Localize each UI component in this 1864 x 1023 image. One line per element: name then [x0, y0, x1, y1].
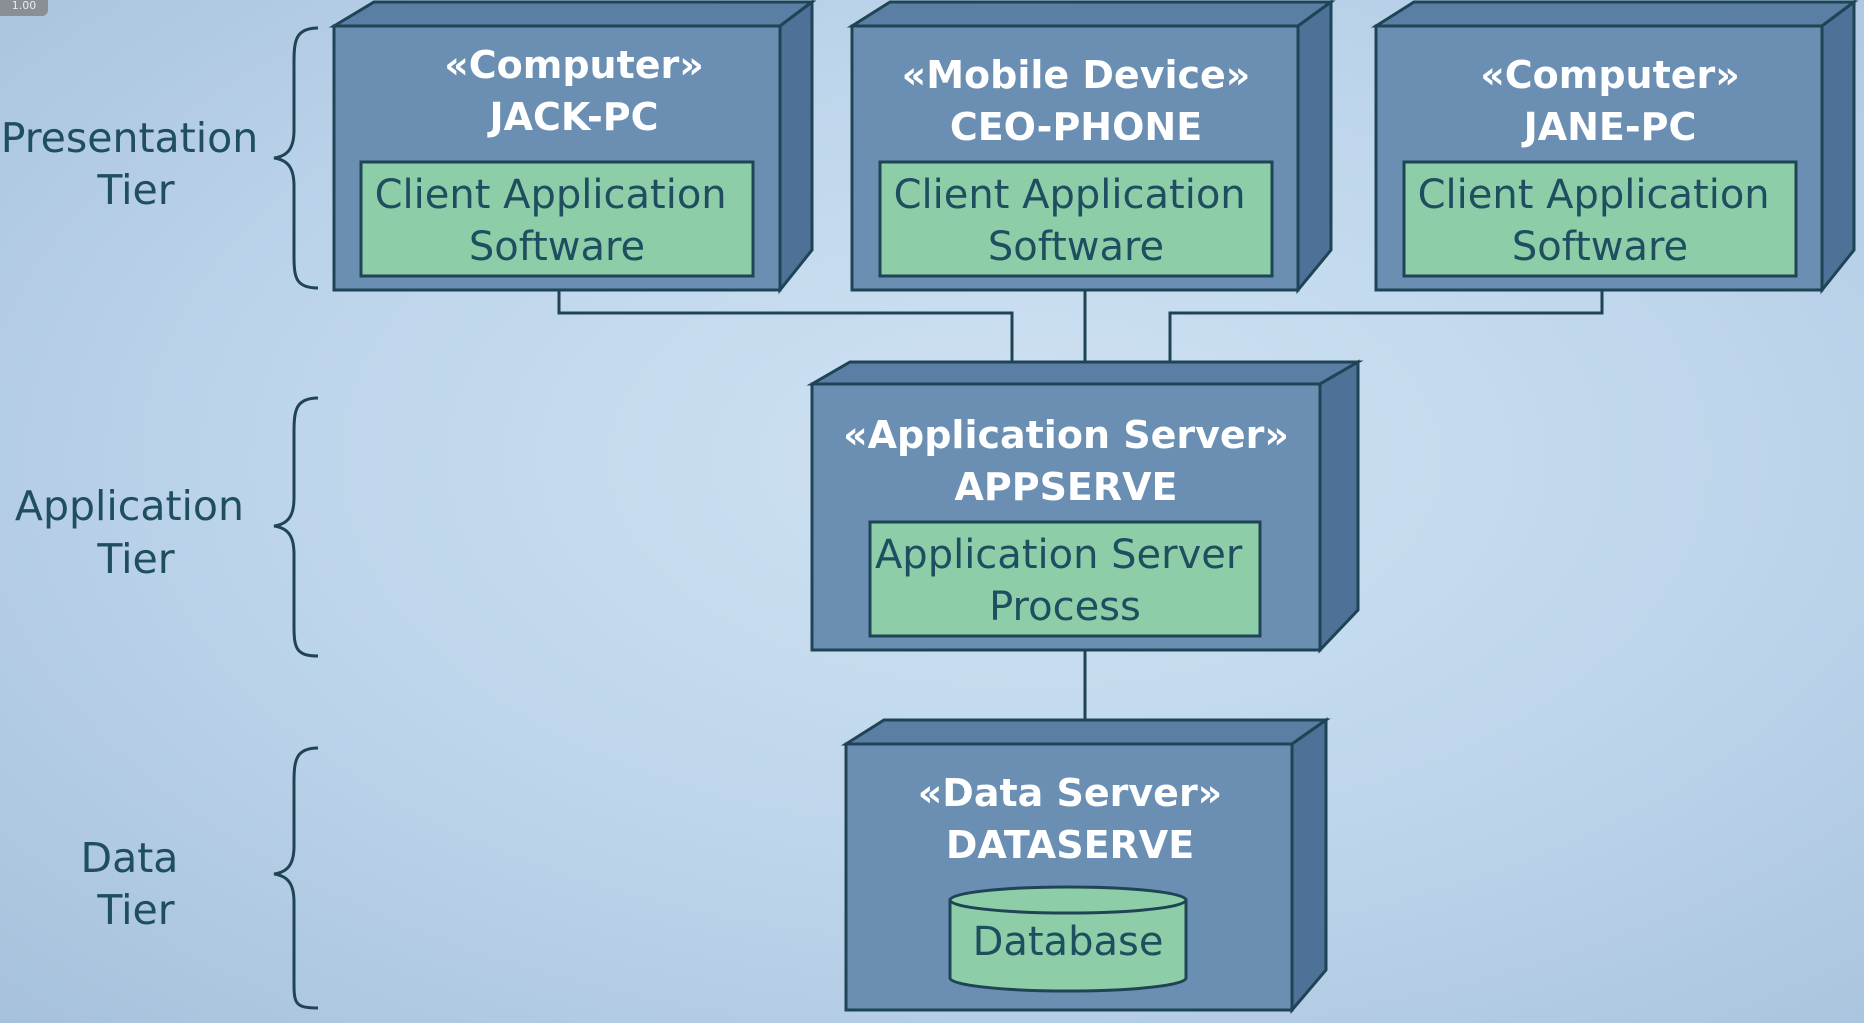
node-name: CEO-PHONE	[950, 105, 1202, 149]
node-top-face	[846, 0, 1336, 28]
database-cylinder-body	[948, 898, 1188, 993]
connector-jack-to-appserve	[557, 290, 1014, 362]
component-label: Client Application Software	[1418, 172, 1783, 270]
component-box	[878, 160, 1274, 278]
version-badge: 1.00	[0, 0, 48, 16]
database-label: Database	[973, 919, 1164, 965]
node-name: JACK-PC	[486, 95, 658, 139]
application-tier-brace	[273, 396, 319, 658]
node-stereotype: «Data Server»	[918, 771, 1222, 815]
node-name: APPSERVE	[954, 465, 1177, 509]
component-box	[868, 520, 1262, 638]
node-top-face	[840, 718, 1331, 746]
node-stereotype: «Computer»	[1480, 53, 1740, 97]
component-box	[1402, 160, 1798, 278]
component-label: Application Server Process	[875, 532, 1255, 630]
node-top-face	[328, 0, 817, 28]
node-stereotype: «Computer»	[444, 43, 704, 87]
node-side-face	[1296, 0, 1333, 295]
node-stereotype: «Mobile Device»	[902, 53, 1251, 97]
node-side-face	[1290, 717, 1328, 1015]
node-side-face	[1318, 359, 1360, 654]
database-cylinder-icon	[948, 885, 1188, 993]
node-top-face	[1370, 0, 1859, 28]
connector-jane-to-appserve	[1168, 290, 1604, 362]
node-jack-pc: «Computer» JACK-PC Client Application So…	[328, 0, 817, 295]
presentation-tier-brace	[273, 26, 319, 290]
node-side-face	[778, 0, 814, 295]
node-side-face	[1820, 0, 1856, 295]
application-tier-label: Application Tier	[15, 482, 257, 583]
node-dataserve: «Data Server» DATASERVE Database	[840, 717, 1331, 1015]
node-stereotype: «Application Server»	[843, 413, 1289, 457]
database-cylinder-top	[948, 885, 1188, 915]
component-label: Client Application Software	[375, 172, 740, 270]
data-tier-brace	[273, 746, 319, 1010]
node-name: JANE-PC	[1521, 105, 1697, 149]
component-label: Client Application Software	[894, 172, 1259, 270]
presentation-tier-label: Presentation Tier	[1, 114, 272, 214]
node-jane-pc: «Computer» JANE-PC Client Application So…	[1370, 0, 1859, 295]
node-ceo-phone: «Mobile Device» CEO-PHONE Client Applica…	[846, 0, 1336, 295]
component-box	[359, 160, 755, 278]
data-tier-label: Data Tier	[81, 834, 192, 934]
node-name: DATASERVE	[946, 823, 1194, 867]
node-top-face	[806, 360, 1364, 386]
node-appserve: «Application Server» APPSERVE Applicatio…	[806, 359, 1364, 654]
